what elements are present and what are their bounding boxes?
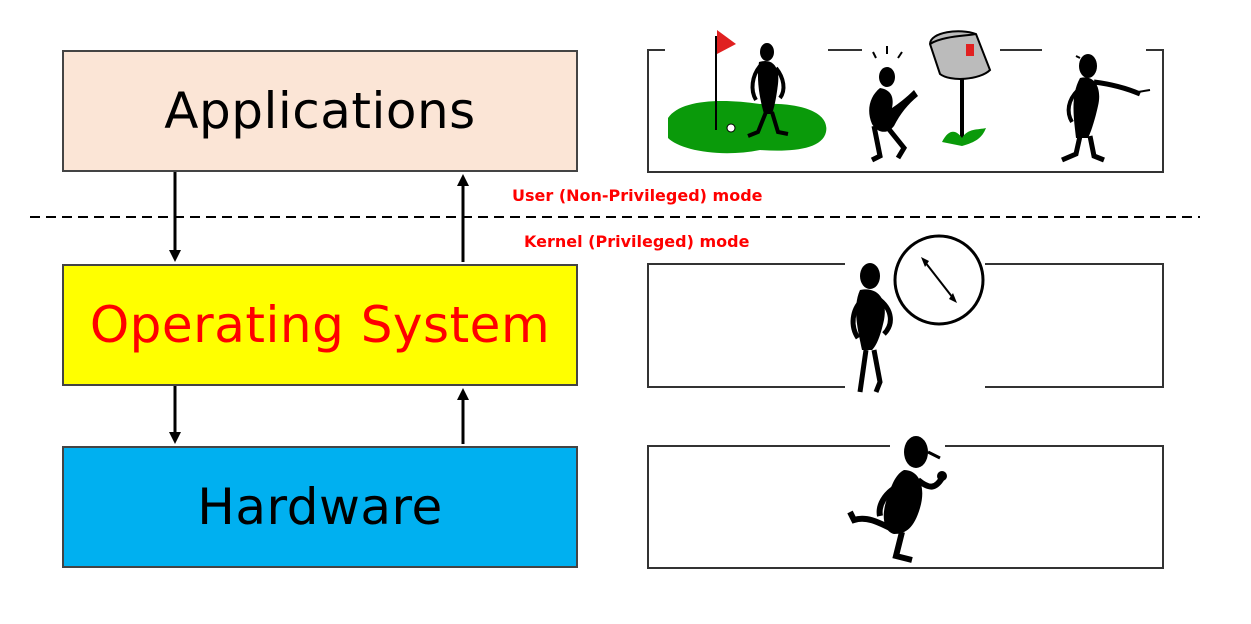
hardware-label: Hardware — [197, 478, 443, 536]
frame-operating-system — [647, 263, 1164, 388]
pointing-figure-icon — [1061, 54, 1151, 163]
golfer-icon — [668, 30, 827, 154]
arrowhead-os-to-apps — [457, 174, 469, 186]
mailbox-icon — [869, 30, 992, 163]
arrowhead-hw-to-os — [457, 388, 469, 400]
running-figure-icon — [847, 436, 947, 563]
user-mode-label: User (Non-Privileged) mode — [512, 186, 763, 205]
arrowhead-os-to-hw — [169, 432, 181, 444]
frame-applications — [647, 49, 1164, 173]
hardware-box: Hardware — [62, 446, 578, 568]
clock-figure-icon — [850, 234, 985, 393]
layer-arrows — [169, 172, 469, 444]
arrowhead-apps-to-os — [169, 250, 181, 262]
frame-hardware — [647, 445, 1164, 569]
operating-system-label: Operating System — [89, 296, 551, 354]
applications-label: Applications — [164, 82, 476, 140]
kernel-mode-label: Kernel (Privileged) mode — [524, 232, 750, 251]
operating-system-box: Operating System — [62, 264, 578, 386]
applications-box: Applications — [62, 50, 578, 172]
